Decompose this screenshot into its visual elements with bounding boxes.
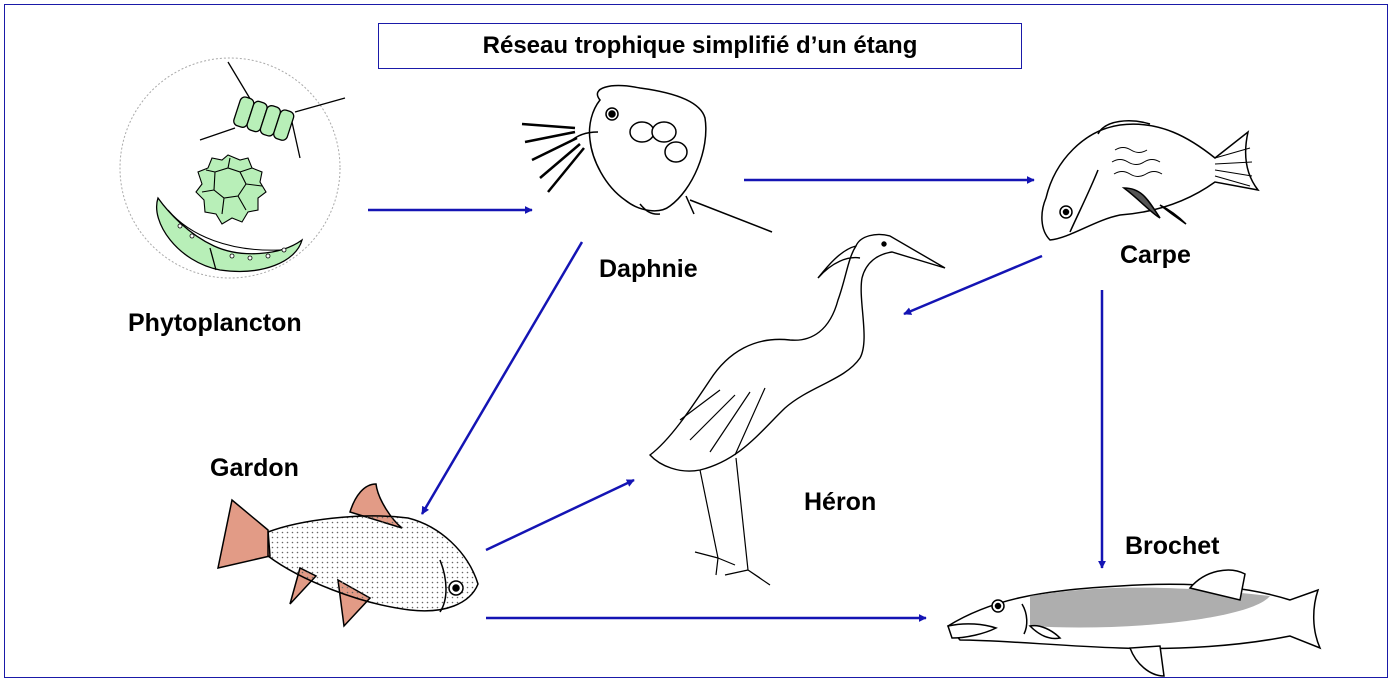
- daphnia-icon: [522, 86, 772, 232]
- phytoplankton-icon: [120, 58, 345, 278]
- heron-icon: [650, 234, 945, 585]
- arrow-gardon-heron: [486, 480, 634, 550]
- carp-icon: [1042, 121, 1258, 240]
- pike-icon: [948, 570, 1320, 676]
- roach-fish-icon: [218, 484, 478, 626]
- label-heron: Héron: [804, 488, 876, 517]
- label-gardon: Gardon: [210, 454, 299, 483]
- label-daphnie: Daphnie: [599, 255, 698, 284]
- arrow-carpe-heron: [904, 256, 1042, 314]
- label-brochet: Brochet: [1125, 532, 1219, 561]
- label-carpe: Carpe: [1120, 241, 1191, 270]
- arrow-daphnie-gardon: [422, 242, 582, 514]
- label-phytoplancton: Phytoplancton: [128, 309, 302, 338]
